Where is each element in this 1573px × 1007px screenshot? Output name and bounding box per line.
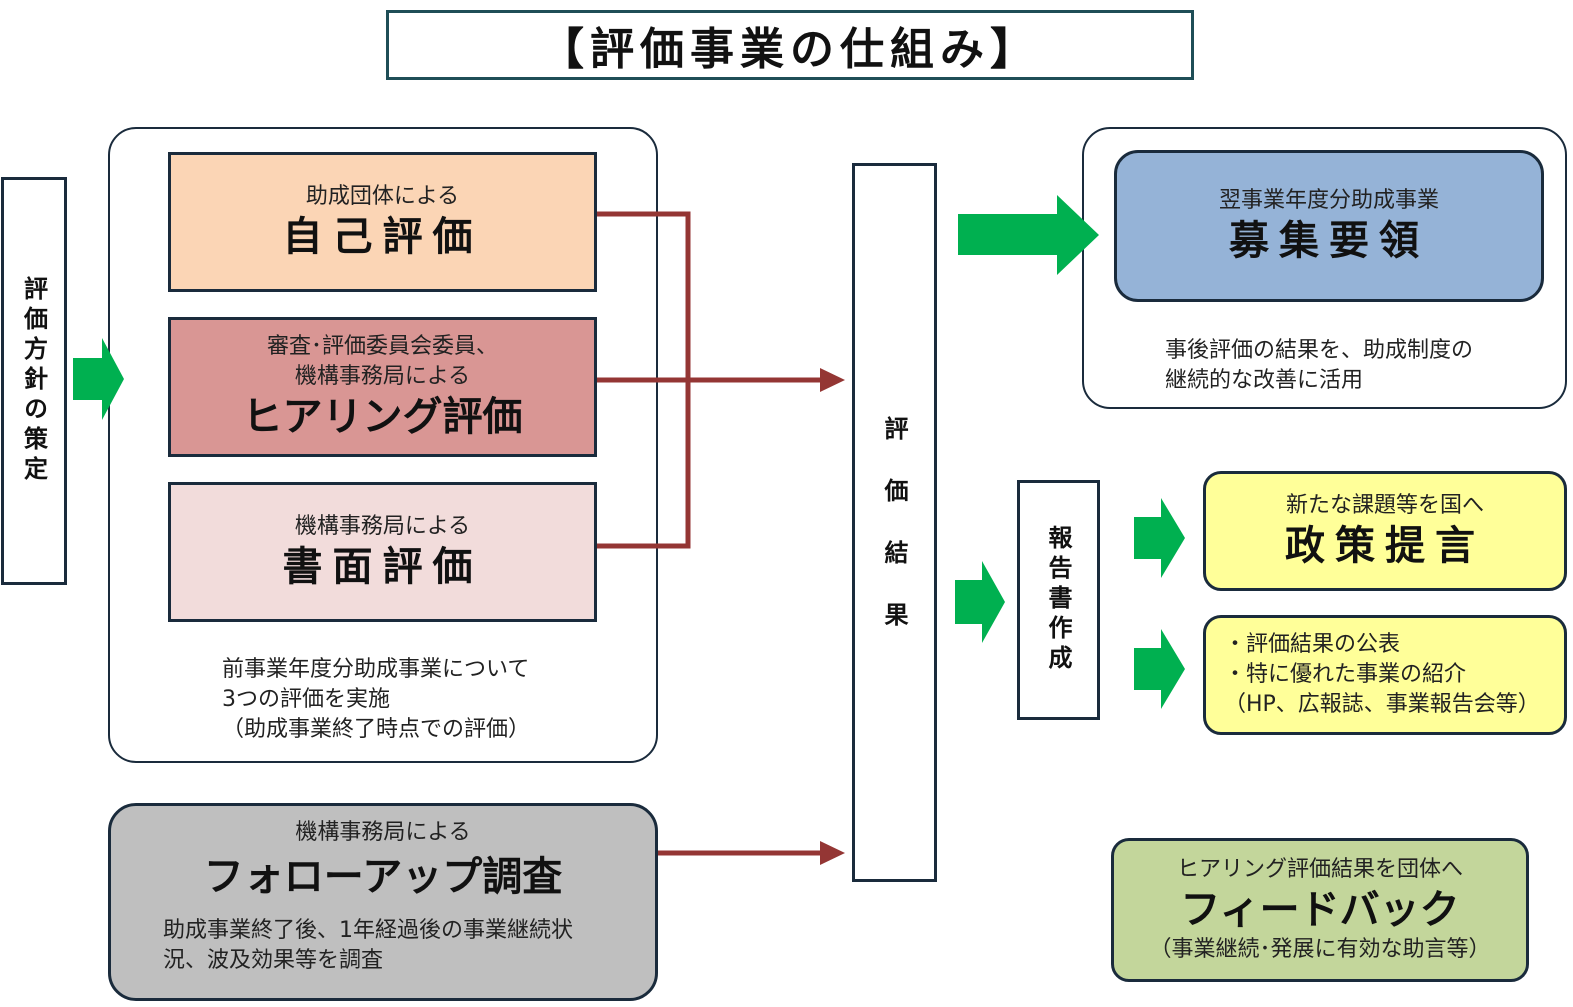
self-evaluation-title: 自己評価 [282, 214, 483, 260]
policy-proposal-sub: 新たな課題等を国へ [1285, 493, 1484, 518]
followup-arrowhead [820, 841, 845, 865]
publication-lines: ・評価結果の公表 ・特に優れた事業の紹介 （HP、広報誌、事業報告会等） [1224, 632, 1540, 717]
hearing-evaluation-box: 審査･評価委員会委員、 機構事務局による ヒアリング評価 [168, 317, 597, 457]
feedback-title: フィードバック [1180, 887, 1460, 933]
publication-arrow [1134, 629, 1185, 709]
recruit-title: 募集要領 [1229, 218, 1429, 264]
page-title: 【評価事業の仕組み】 [386, 10, 1194, 80]
followup-box: 機構事務局による フォローアップ調査 助成事業終了後、1年経過後の事業継続状 況… [108, 803, 658, 1001]
evaluation-arrowhead [820, 368, 845, 392]
document-evaluation-title: 書面評価 [282, 544, 483, 590]
hearing-evaluation-sub: 審査･評価委員会委員、 機構事務局による [266, 334, 498, 389]
followup-sub: 機構事務局による [295, 820, 471, 845]
policy-proposal-arrow [1134, 498, 1185, 578]
self-evaluation-box: 助成団体による 自己評価 [168, 152, 597, 292]
evaluation-connector [597, 211, 822, 549]
policy-arrow [73, 338, 124, 420]
results-box: 評価結果 [852, 163, 937, 882]
feedback-note: （事業継続･発展に有効な助言等） [1149, 937, 1491, 962]
recruit-sub: 翌事業年度分助成事業 [1218, 188, 1439, 213]
self-evaluation-sub: 助成団体による [305, 184, 460, 209]
followup-title: フォローアップ調査 [203, 854, 563, 900]
followup-note: 助成事業終了後、1年経過後の事業継続状 況、波及効果等を調査 [163, 918, 573, 973]
recruit-note: 事後評価の結果を、助成制度の 継続的な改善に活用 [1165, 338, 1474, 393]
recruit-arrow [958, 195, 1099, 275]
report-arrow [955, 561, 1005, 643]
policy-proposal-box: 新たな課題等を国へ 政策提言 [1203, 471, 1567, 591]
policy-label: 評価方針の策定 [19, 276, 48, 486]
document-evaluation-box: 機構事務局による 書面評価 [168, 482, 597, 622]
publication-box: ・評価結果の公表 ・特に優れた事業の紹介 （HP、広報誌、事業報告会等） [1203, 615, 1567, 735]
policy-proposal-title: 政策提言 [1285, 523, 1485, 569]
report-box: 報告書作成 [1017, 480, 1100, 720]
evaluation-note: 前事業年度分助成事業について 3つの評価を実施 （助成事業終了時点での評価） [222, 657, 531, 742]
hearing-evaluation-title: ヒアリング評価 [242, 394, 523, 440]
recruit-box: 翌事業年度分助成事業 募集要領 [1114, 150, 1544, 302]
results-label: 評価結果 [880, 416, 908, 664]
feedback-sub: ヒアリング評価結果を団体へ [1176, 857, 1463, 882]
feedback-box: ヒアリング評価結果を団体へ フィードバック （事業継続･発展に有効な助言等） [1111, 838, 1529, 982]
report-label: 報告書作成 [1044, 525, 1072, 675]
document-evaluation-sub: 機構事務局による [294, 514, 471, 539]
policy-box: 評価方針の策定 [1, 177, 67, 585]
